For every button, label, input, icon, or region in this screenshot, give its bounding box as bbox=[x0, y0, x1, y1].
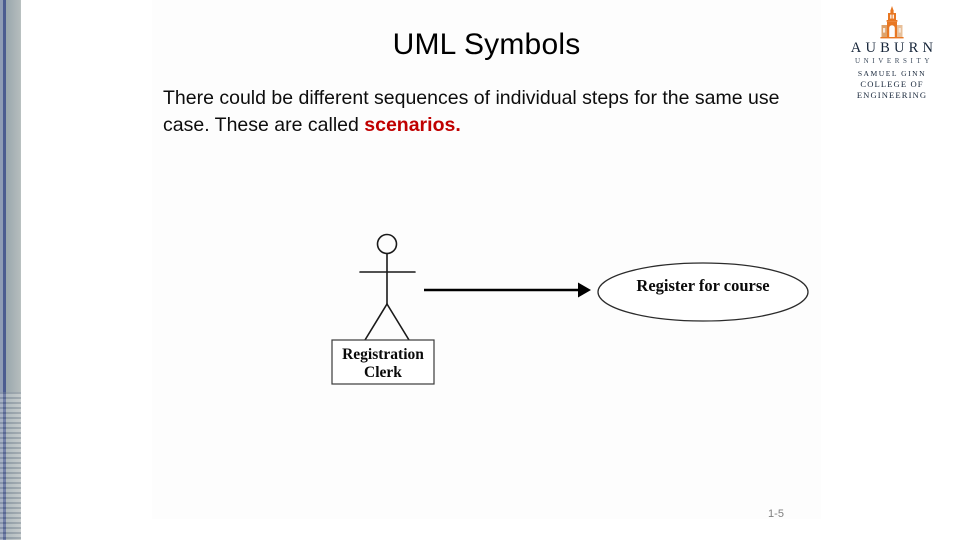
actor-label-line-1: Registration bbox=[342, 346, 424, 363]
slide-side-decoration-strip bbox=[0, 0, 21, 540]
actor-label-box: Registration Clerk bbox=[331, 339, 435, 385]
strip-accent-line bbox=[3, 0, 6, 540]
uml-use-case-diagram: Registration Clerk Register for course bbox=[331, 233, 809, 385]
body-paragraph: There could be different sequences of in… bbox=[163, 85, 788, 139]
auburn-college-line-1: SAMUEL GINN bbox=[857, 69, 927, 78]
auburn-university-subtitle: UNIVERSITY bbox=[855, 57, 933, 65]
body-paragraph-text: There could be different sequences of in… bbox=[163, 87, 780, 136]
arrow-right-icon bbox=[424, 282, 591, 298]
auburn-logo: AUBURN UNIVERSITY SAMUEL GINN COLLEGE OF… bbox=[824, 6, 960, 100]
auburn-tower-icon bbox=[880, 6, 904, 39]
stick-figure-actor-icon bbox=[359, 233, 416, 341]
body-paragraph-emphasis: scenarios. bbox=[364, 114, 461, 136]
auburn-wordmark: AUBURN bbox=[850, 40, 938, 56]
auburn-college-line-2: COLLEGE OF ENGINEERING bbox=[856, 79, 928, 100]
strip-texture-band bbox=[0, 392, 21, 540]
page-number: 1-5 bbox=[768, 508, 784, 520]
slide-content-panel bbox=[152, 0, 821, 519]
actor-label-line-2: Clerk bbox=[364, 364, 402, 381]
use-case-label: Register for course bbox=[636, 276, 769, 295]
page-title: UML Symbols bbox=[392, 28, 581, 61]
use-case-ellipse: Register for course bbox=[597, 262, 809, 322]
